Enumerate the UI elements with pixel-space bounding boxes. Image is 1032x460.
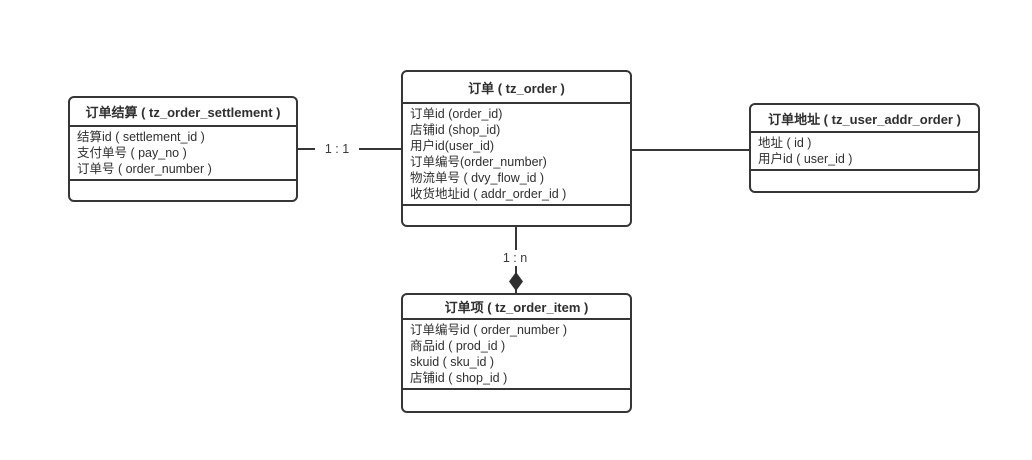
connector-order-addr	[630, 149, 750, 151]
table-field-list: 订单id (order_id) 店铺id (shop_id) 用户id(user…	[403, 104, 630, 206]
field-row: 店铺id (shop_id)	[410, 123, 501, 137]
field-row: 订单id (order_id)	[410, 107, 503, 121]
entity-table-tz-order[interactable]: 订单 ( tz_order ) 订单id (order_id) 店铺id (sh…	[401, 70, 632, 227]
table-title: 订单项 ( tz_order_item )	[403, 295, 630, 320]
table-footer	[403, 390, 630, 411]
entity-table-tz-order-settlement[interactable]: 订单结算 ( tz_order_settlement ) 结算id ( sett…	[68, 96, 298, 202]
table-field-list: 订单编号id ( order_number ) 商品id ( prod_id )…	[403, 320, 630, 390]
diamond-arrowhead-icon	[509, 272, 523, 291]
field-row: 地址 ( id )	[758, 136, 812, 150]
field-row: 用户id(user_id)	[410, 139, 495, 153]
table-field-list: 结算id ( settlement_id ) 支付单号 ( pay_no ) 订…	[70, 127, 296, 181]
entity-table-tz-order-item[interactable]: 订单项 ( tz_order_item ) 订单编号id ( order_num…	[401, 293, 632, 413]
field-row: 支付单号 ( pay_no )	[77, 146, 187, 160]
field-row: 店铺id ( shop_id )	[410, 371, 508, 385]
field-row: 订单编号id ( order_number )	[410, 323, 567, 337]
table-footer	[70, 181, 296, 200]
table-title: 订单地址 ( tz_user_addr_order )	[751, 105, 978, 133]
entity-table-tz-user-addr-order[interactable]: 订单地址 ( tz_user_addr_order ) 地址 ( id ) 用户…	[749, 103, 980, 193]
relation-label-one-to-one: 1 : 1	[315, 141, 359, 157]
table-title: 订单 ( tz_order )	[403, 72, 630, 104]
field-row: skuid ( sku_id )	[410, 355, 495, 369]
field-row: 用户id ( user_id )	[758, 152, 853, 166]
field-row: 订单号 ( order_number )	[77, 162, 212, 176]
table-title: 订单结算 ( tz_order_settlement )	[70, 98, 296, 127]
field-row: 收货地址id ( addr_order_id )	[410, 187, 567, 201]
field-row: 物流单号 ( dvy_flow_id )	[410, 171, 545, 185]
field-row: 结算id ( settlement_id )	[77, 130, 205, 144]
field-row: 商品id ( prod_id )	[410, 339, 506, 353]
table-field-list: 地址 ( id ) 用户id ( user_id )	[751, 133, 978, 171]
relation-label-one-to-many: 1 : n	[493, 250, 537, 266]
table-footer	[751, 171, 978, 191]
table-footer	[403, 206, 630, 225]
field-row: 订单编号(order_number)	[410, 155, 547, 169]
